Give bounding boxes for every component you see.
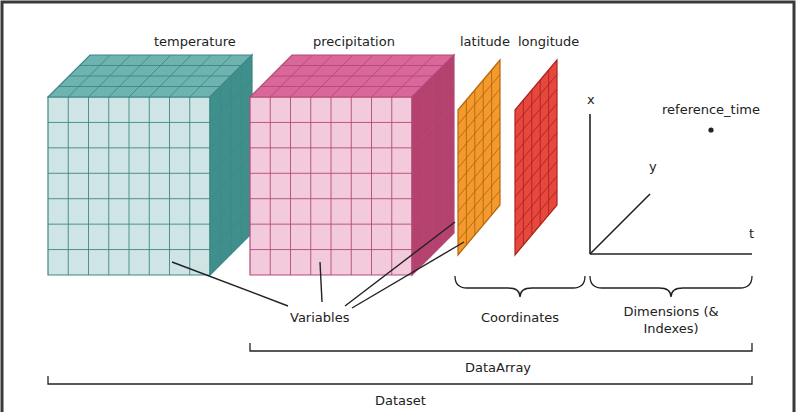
dimension-name: reference_time xyxy=(662,102,760,119)
grid-line xyxy=(48,224,210,225)
grid-line xyxy=(189,97,190,275)
grid-line xyxy=(458,176,500,226)
grid-line xyxy=(210,182,252,224)
grid-line xyxy=(210,157,252,199)
axis-label: x xyxy=(587,92,595,109)
grid-line xyxy=(69,76,231,77)
grid-line xyxy=(458,162,500,212)
axis-label: y xyxy=(649,159,657,176)
group-label: Coordinates xyxy=(481,310,559,327)
brackets xyxy=(48,343,752,384)
grid-line xyxy=(108,97,109,275)
grid-line xyxy=(250,173,412,174)
grid-line xyxy=(250,224,412,225)
grid-line xyxy=(515,191,557,241)
grid-line xyxy=(149,97,150,275)
grid-line xyxy=(422,87,423,265)
grid-line xyxy=(48,249,210,250)
grid-line xyxy=(515,162,557,212)
grid-line xyxy=(412,182,454,224)
grid-line xyxy=(210,80,252,122)
grid-line xyxy=(433,76,434,254)
grid-line xyxy=(250,198,412,199)
grid-line xyxy=(515,104,557,154)
grid-line xyxy=(250,147,412,148)
cube-front-face xyxy=(48,97,210,275)
cube-side-face xyxy=(210,55,252,275)
grid-line xyxy=(210,131,252,173)
grid-line xyxy=(290,97,291,275)
grid-line xyxy=(169,97,170,275)
grid-line xyxy=(515,75,557,125)
grid-line xyxy=(515,89,557,139)
grid-line xyxy=(458,104,500,154)
grid-line xyxy=(412,131,454,173)
variable-name: precipitation xyxy=(313,34,395,51)
grid-line xyxy=(68,97,69,275)
grid-line xyxy=(515,118,557,168)
grid-line xyxy=(371,97,372,275)
braces xyxy=(455,276,752,297)
group-label: Variables xyxy=(290,310,349,327)
coordinate-name: longitude xyxy=(518,34,579,51)
grid-line xyxy=(412,80,454,122)
grid-line xyxy=(250,122,412,123)
grid-line xyxy=(261,86,423,87)
grid-line xyxy=(59,86,221,87)
grid-line xyxy=(515,133,557,183)
grid-line xyxy=(412,208,454,250)
coordinate-plane xyxy=(458,60,500,255)
grid-line xyxy=(270,97,271,275)
leader-lines xyxy=(172,222,464,308)
grid-line xyxy=(80,65,242,66)
grid-line xyxy=(220,87,221,265)
axis-label: t xyxy=(749,226,754,243)
data-cubes xyxy=(48,55,557,275)
grid-line xyxy=(458,133,500,183)
grid-line xyxy=(48,122,210,123)
grid-line xyxy=(391,97,392,275)
grid-line xyxy=(271,76,433,77)
grid-line xyxy=(412,106,454,148)
grid-line xyxy=(458,118,500,168)
grid-line xyxy=(250,249,412,250)
group-label: Dimensions (& Indexes) xyxy=(616,304,726,338)
grid-line xyxy=(443,66,444,244)
grid-line xyxy=(458,89,500,139)
grid-line xyxy=(48,173,210,174)
grid-line xyxy=(412,157,454,199)
grid-line xyxy=(458,191,500,241)
coordinate-plane xyxy=(515,60,557,255)
grid-line xyxy=(458,147,500,197)
grid-line xyxy=(129,97,130,275)
grid-line xyxy=(210,208,252,250)
grid-line xyxy=(48,147,210,148)
grid-line xyxy=(241,66,242,244)
variable-name: temperature xyxy=(154,34,236,51)
grid-line xyxy=(310,97,311,275)
grid-line xyxy=(331,97,332,275)
coordinate-name: latitude xyxy=(460,34,510,51)
grid-line xyxy=(458,75,500,125)
grid-line xyxy=(282,65,444,66)
cube-side-face xyxy=(412,55,454,275)
group-label: DataArray xyxy=(465,360,531,377)
axes xyxy=(590,114,752,254)
group-label: Dataset xyxy=(375,393,426,410)
grid-line xyxy=(515,147,557,197)
grid-line xyxy=(351,97,352,275)
reference-dot xyxy=(708,127,713,132)
grid-line xyxy=(48,198,210,199)
grid-line xyxy=(210,106,252,148)
grid-line xyxy=(88,97,89,275)
grid-line xyxy=(515,176,557,226)
cube-front-face xyxy=(250,97,412,275)
grid-line xyxy=(231,76,232,254)
